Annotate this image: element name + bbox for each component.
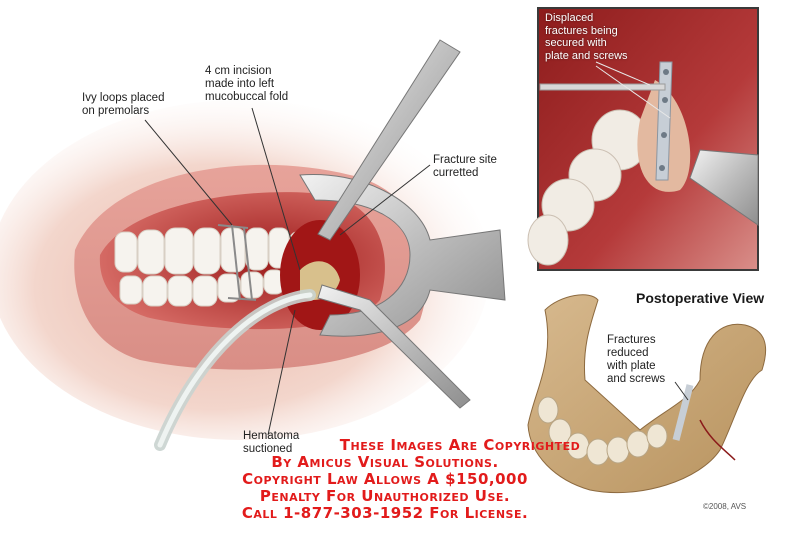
copyright-watermark: These Images Are Copyrighted By Amicus V… <box>150 437 620 522</box>
label-fracture-site: Fracture site curretted <box>433 154 497 179</box>
label-ivy-loops: Ivy loops placed on premolars <box>82 92 165 117</box>
watermark-line-4: Penalty For Unauthorized Use. <box>259 487 511 505</box>
watermark-line-3: Copyright Law Allows A $150,000 <box>242 470 528 488</box>
label-hematoma: Hematoma suctioned <box>243 430 300 455</box>
copyright-notice: ©2008, AVS <box>703 502 747 511</box>
label-incision: 4 cm incision made into left mucobuccal … <box>205 65 289 103</box>
label-fractures-reduced: Fractures reduced with plate and screws <box>607 334 666 385</box>
postoperative-view-title: Postoperative View <box>636 290 765 306</box>
watermark-line-5: Call 1-877-303-1952 For License. <box>241 504 529 522</box>
watermark-line-2: By Amicus Visual Solutions. <box>271 453 499 471</box>
watermark-line-1: These Images Are Copyrighted <box>339 436 581 454</box>
label-inset-displaced-fractures: Displaced fractures being secured with p… <box>545 12 628 62</box>
